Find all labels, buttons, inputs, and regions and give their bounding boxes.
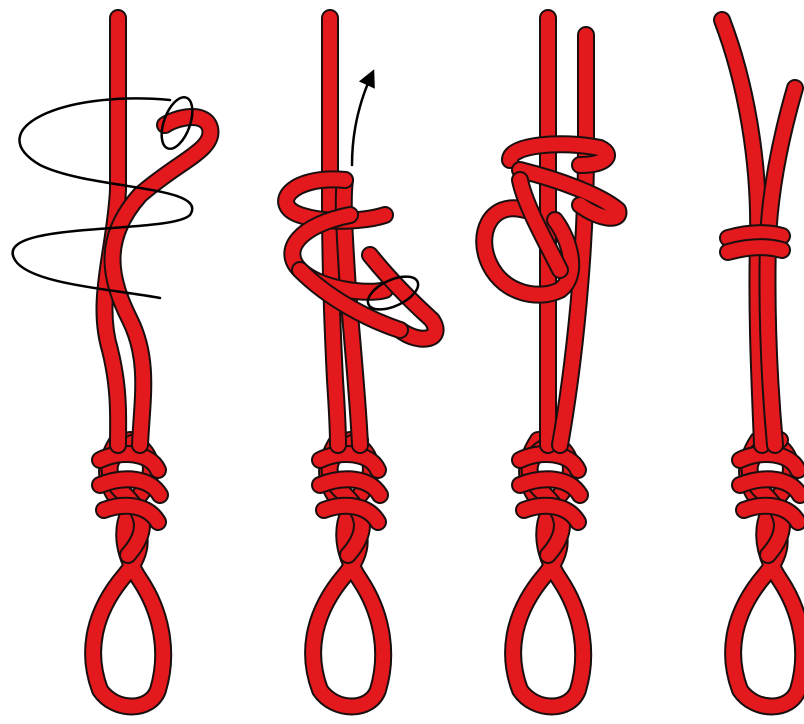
rope-segment — [767, 88, 795, 445]
rope-outline — [113, 117, 211, 445]
step-3-panel — [484, 18, 618, 707]
step-2-panel — [286, 18, 436, 707]
up-arrow — [352, 74, 423, 316]
rope-segment — [113, 117, 211, 445]
finished-stopper-knot — [728, 233, 782, 252]
rope-standing-part — [330, 18, 360, 445]
rope-segment — [728, 233, 782, 238]
step-4-panel — [722, 20, 803, 707]
figure-eight-knot — [513, 440, 583, 707]
step-1-panel — [13, 18, 211, 707]
wrap-coils — [286, 179, 436, 338]
figure-eight-knot — [313, 440, 383, 707]
figure-eight-knot — [733, 440, 803, 707]
figure-eight-knot — [93, 440, 163, 707]
rope-standing-part — [104, 18, 210, 445]
arrow-path — [352, 74, 372, 165]
rope-segment — [728, 247, 782, 252]
